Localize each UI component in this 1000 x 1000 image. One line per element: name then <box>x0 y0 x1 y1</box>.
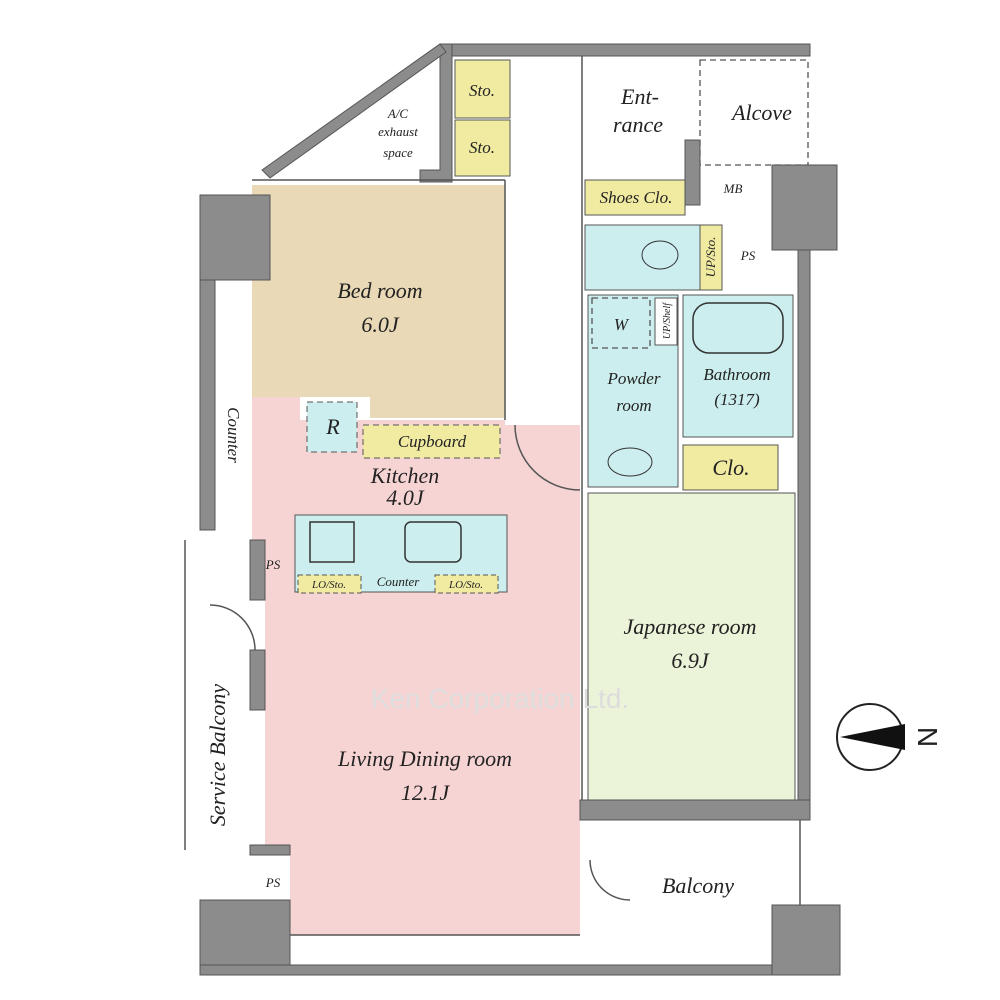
mb-label: MB <box>723 181 743 196</box>
kitchen-size: 4.0J <box>386 485 425 510</box>
w-label: W <box>614 315 630 334</box>
cupboard-area <box>362 424 501 459</box>
sink-icon <box>404 521 462 563</box>
up-sto-area <box>699 224 723 291</box>
living-dining-size: 12.1J <box>401 780 451 805</box>
lo-sto-1-label: LO/Sto. <box>311 579 346 591</box>
ps-bottom-label: PS <box>265 875 281 890</box>
bedroom-area <box>252 185 505 418</box>
powder-room-label-1: Powder <box>607 369 661 388</box>
up-shelf-box <box>654 297 678 346</box>
sto-2-area <box>454 119 511 177</box>
washbasin-icon <box>607 447 653 477</box>
ps-top-label: PS <box>740 248 756 263</box>
stove-icon <box>309 521 355 563</box>
kitchen-label: Kitchen <box>370 463 439 488</box>
shoes-clo-label: Shoes Clo. <box>600 188 673 207</box>
bedroom-size: 6.0J <box>361 312 400 337</box>
bathroom-label-2: (1317) <box>714 390 760 409</box>
balcony-label: Balcony <box>662 873 734 898</box>
lo-sto-1-area <box>297 574 362 594</box>
ac-exhaust-label-3: space <box>383 145 413 160</box>
ac-exhaust-label-1: A/C <box>387 106 409 121</box>
compass-north-label: N <box>912 727 943 747</box>
clo-label: Clo. <box>712 455 749 480</box>
alcove-box <box>699 59 809 166</box>
shoes-clo-area <box>584 179 686 216</box>
lo-sto-2-area <box>434 574 499 594</box>
w-box <box>591 297 651 349</box>
entrance-label-1: Ent- <box>620 84 659 109</box>
ps-left-label: PS <box>265 557 281 572</box>
sto-1-area <box>454 59 511 119</box>
toilet-bowl-icon <box>641 240 679 270</box>
room-fills <box>252 59 809 935</box>
bathroom-label-1: Bathroom <box>703 365 770 384</box>
watermark: Ken Corporation Ltd. <box>371 683 629 714</box>
counter-side-label: Counter <box>224 407 243 463</box>
r-area <box>306 401 358 453</box>
bathroom-area <box>682 294 794 438</box>
ac-exhaust-label-2: exhaust <box>378 124 418 139</box>
up-sto-label: UP/Sto. <box>703 237 718 278</box>
compass-icon: N <box>836 703 943 771</box>
r-label: R <box>325 414 340 439</box>
clo-area <box>682 444 779 491</box>
up-shelf-label: UP/Shelf <box>662 302 673 339</box>
bathtub <box>692 302 784 354</box>
alcove-label: Alcove <box>730 100 792 125</box>
bedroom-label: Bed room <box>337 278 422 303</box>
cupboard-label: Cupboard <box>398 432 467 451</box>
powder-room-label-2: room <box>616 396 651 415</box>
japanese-room-label: Japanese room <box>624 614 757 639</box>
sto-1-label: Sto. <box>469 81 495 100</box>
japanese-room-area <box>587 492 796 801</box>
lo-sto-2-label: LO/Sto. <box>448 579 483 591</box>
living-dining-label: Living Dining room <box>337 746 512 771</box>
walls <box>184 43 841 976</box>
service-balcony-label: Service Balcony <box>205 684 230 827</box>
kitchen-counter-label: Counter <box>377 574 421 589</box>
japanese-room-size: 6.9J <box>671 648 710 673</box>
sto-2-label: Sto. <box>469 138 495 157</box>
entrance-label-2: rance <box>613 112 663 137</box>
